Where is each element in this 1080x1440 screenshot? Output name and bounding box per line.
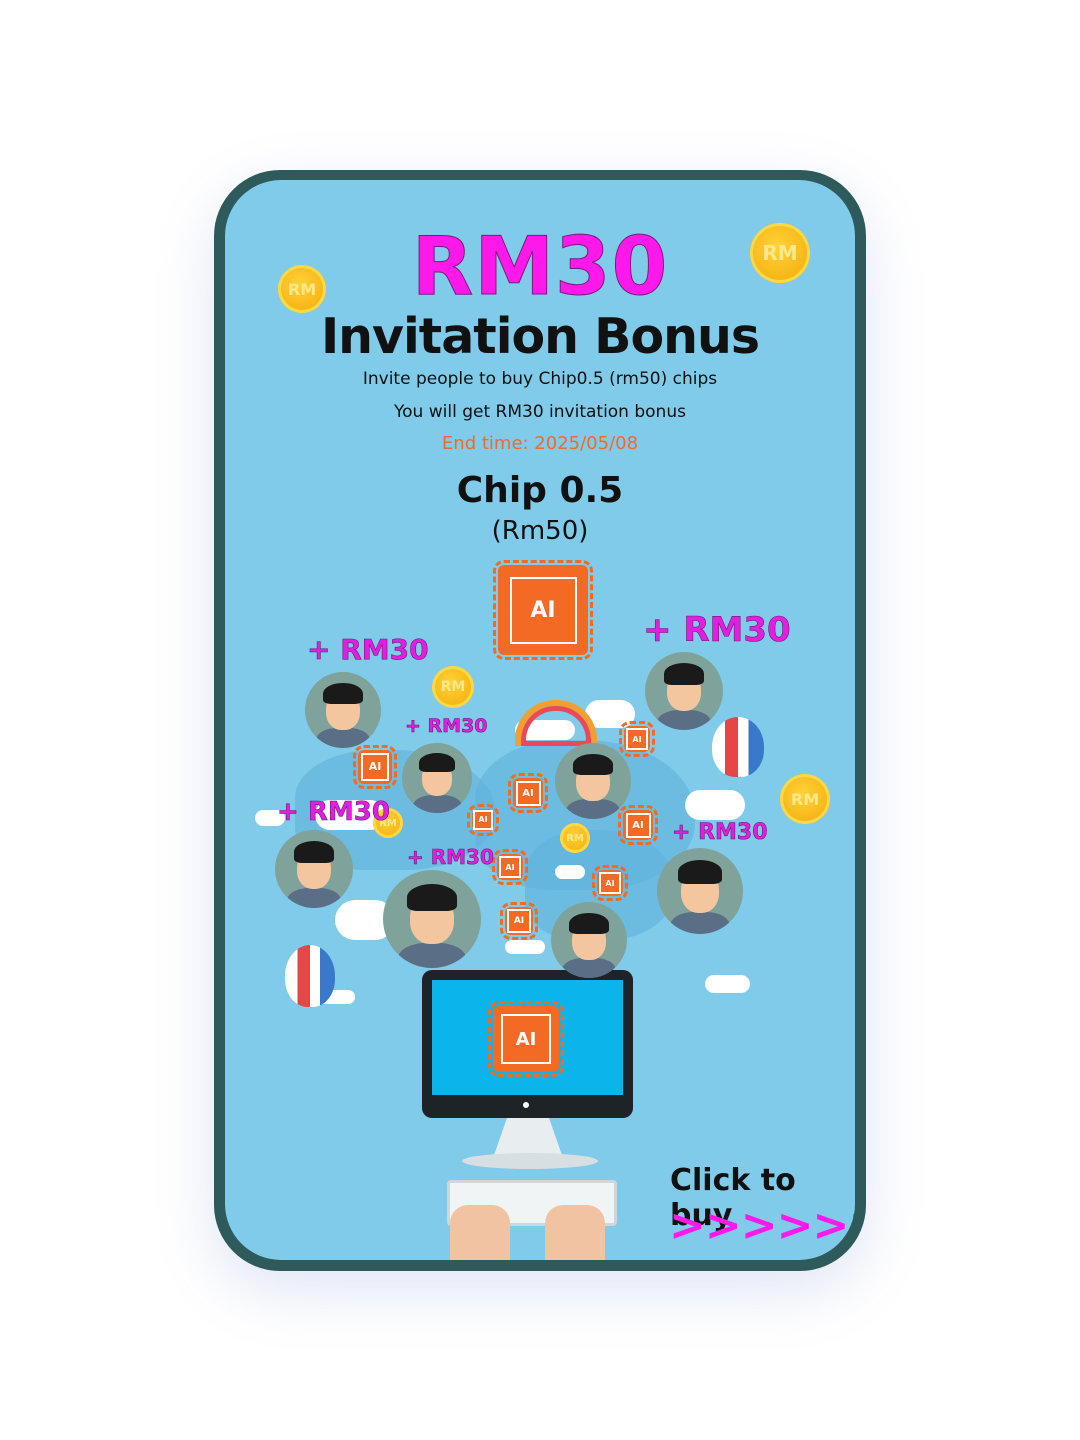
bonus-label: + RM30 (405, 715, 488, 737)
cloud-icon (705, 975, 750, 993)
avatar (383, 870, 481, 968)
rainbow-icon (515, 700, 597, 746)
chip-name: Chip 0.5 (456, 470, 624, 511)
chip-price: (Rm50) (491, 516, 589, 546)
ai-chip-icon: AI (592, 865, 628, 901)
bonus-label: + RM30 (277, 797, 391, 827)
ai-chip-icon: AI (493, 560, 593, 660)
invitation-bonus-banner[interactable]: RM30 Invitation Bonus Invite people to b… (225, 180, 855, 1260)
bonus-label: + RM30 (672, 820, 768, 845)
avatar (551, 902, 627, 978)
cloud-icon (685, 790, 745, 820)
bonus-label: + RM30 (307, 633, 429, 666)
avatar (657, 848, 743, 934)
description-line-1: Invite people to buy Chip0.5 (rm50) chip… (362, 369, 718, 389)
ai-chip-icon: AI (618, 805, 658, 845)
coin-icon: RM (373, 808, 403, 838)
hot-air-balloon-icon (712, 717, 764, 777)
ai-chip-icon: AI (492, 849, 528, 885)
ai-chip-icon: AI (619, 721, 655, 757)
coin-icon: RM (560, 823, 590, 853)
bonus-label: + RM30 (643, 610, 791, 650)
coin-icon: RM (780, 774, 830, 824)
ai-chip-icon: AI (353, 745, 397, 789)
avatar (275, 830, 353, 908)
ai-chip-icon: AI (508, 773, 548, 813)
avatar (305, 672, 381, 748)
coin-icon: RM (750, 223, 810, 283)
bonus-label: + RM30 (407, 845, 494, 869)
arrows-icon[interactable]: >>>>>> (669, 1200, 855, 1251)
description-line-2: You will get RM30 invitation bonus (394, 402, 686, 422)
hot-air-balloon-icon (285, 945, 335, 1007)
cloud-icon (505, 940, 545, 954)
click-to-buy-button[interactable]: Click to buy (670, 1163, 796, 1233)
cloud-icon (255, 810, 285, 826)
end-time: End time: 2025/05/08 (441, 433, 639, 454)
phone-frame: RM30 Invitation Bonus Invite people to b… (214, 170, 866, 1271)
left-hand-icon (450, 1205, 510, 1260)
ai-chip-icon: AI (467, 804, 499, 836)
monitor-base (462, 1153, 598, 1169)
ai-chip-icon: AI (488, 1001, 564, 1077)
avatar (645, 652, 723, 730)
coin-icon: RM (432, 666, 474, 708)
cloud-icon (555, 865, 585, 879)
right-hand-icon (545, 1205, 605, 1260)
avatar (402, 743, 472, 813)
bonus-amount: RM30 (411, 220, 669, 314)
ai-chip-icon: AI (500, 902, 538, 940)
avatar (555, 743, 631, 819)
coin-icon: RM (278, 265, 326, 313)
page-title: Invitation Bonus (320, 308, 760, 365)
monitor-stand (493, 1118, 563, 1158)
